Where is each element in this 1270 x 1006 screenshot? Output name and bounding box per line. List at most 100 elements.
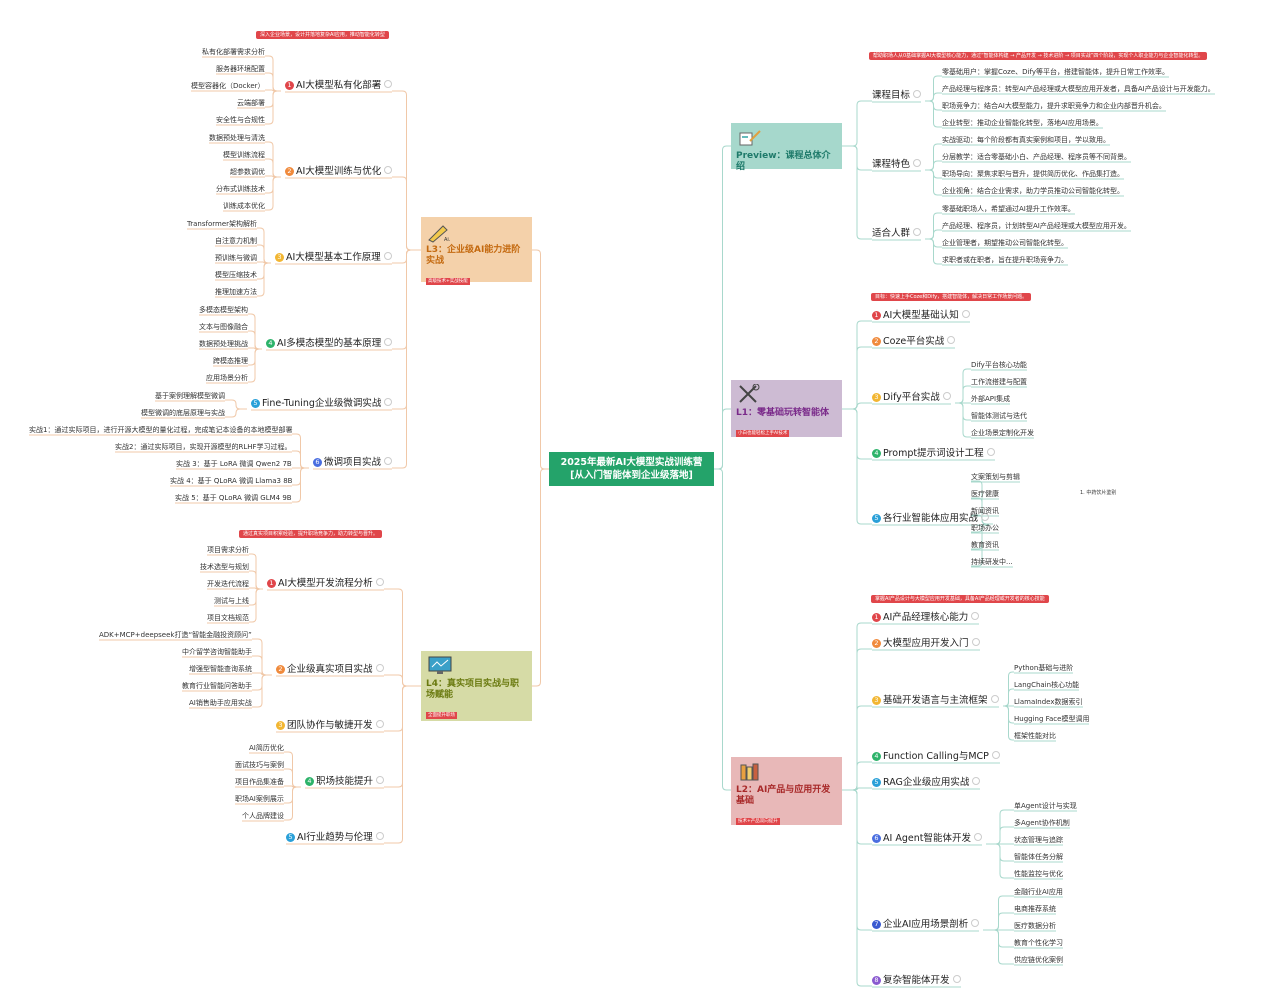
l1-topic-5-sub-3[interactable]: 新闻资讯 xyxy=(971,508,999,515)
l4-topic-4-sub-4[interactable]: 职场AI案例展示 xyxy=(235,796,284,803)
l2-topic-3-sub-2[interactable]: LangChain核心功能 xyxy=(1014,682,1079,689)
l3-card[interactable]: Ai. L3：企业级AI能力进阶实战 高级技术+实战技能 xyxy=(421,217,532,285)
collapse-toggle-icon[interactable] xyxy=(375,832,384,840)
l3-topic-6-sub-4[interactable]: 实战 4：基于 QLoRA 微调 Llama3 8B xyxy=(170,478,292,485)
l3-topic-4-sub-5[interactable]: 应用场景分析 xyxy=(206,375,248,382)
collapse-toggle-icon[interactable] xyxy=(383,252,392,260)
collapse-toggle-icon[interactable] xyxy=(971,612,980,620)
l2-topic-7-sub-5[interactable]: 供应链优化案例 xyxy=(1014,957,1063,964)
collapse-toggle-icon[interactable] xyxy=(991,751,1000,759)
l2-card[interactable]: L2：AI产品与应用开发基础 技术+产品双向提升 xyxy=(731,757,842,825)
collapse-toggle-icon[interactable] xyxy=(971,919,980,927)
l3-topic-2-sub-3[interactable]: 超参数调优 xyxy=(230,169,265,176)
l1-topic-3-sub-5[interactable]: 企业场景定制化开发 xyxy=(971,430,1034,437)
l3-topic-6-sub-2[interactable]: 实战2：通过实际项目，实现开源模型的RLHF学习过程。 xyxy=(115,444,292,451)
collapse-toggle-icon[interactable] xyxy=(971,638,980,646)
l4-topic-2-sub-1[interactable]: ADK+MCP+deepseek打造“智能金融投资顾问” xyxy=(99,632,252,639)
l2-topic-3-sub-3[interactable]: LlamaIndex数据索引 xyxy=(1014,699,1083,706)
l2-topic-6-sub-4[interactable]: 智能体任务分解 xyxy=(1014,854,1063,861)
l1-card[interactable]: L1：零基础玩转智能体 小白也能轻松上手AI技术 xyxy=(731,380,842,437)
collapse-toggle-icon[interactable] xyxy=(990,695,999,703)
l2-topic-6-sub-2[interactable]: 多Agent协作机制 xyxy=(1014,820,1070,827)
l3-topic-1-sub-4[interactable]: 云端部署 xyxy=(237,100,265,107)
l1-topic-3-sub-2[interactable]: 工作流搭建与配置 xyxy=(971,379,1027,386)
l4-topic-4-sub-2[interactable]: 面试技巧与案例 xyxy=(235,762,284,769)
l3-topic-3-sub-1[interactable]: Transformer架构解析 xyxy=(187,221,257,228)
l3-topic-4-sub-3[interactable]: 数据预处理挑战 xyxy=(199,341,248,348)
collapse-toggle-icon[interactable] xyxy=(384,80,393,88)
l4-topic-1-sub-3[interactable]: 开发迭代流程 xyxy=(207,581,249,588)
collapse-toggle-icon[interactable] xyxy=(952,975,961,983)
l3-topic-6-sub-3[interactable]: 实战 3：基于 LoRA 微调 Qwen2 7B xyxy=(176,461,292,468)
l2-topic-6-sub-1[interactable]: 单Agent设计与实现 xyxy=(1014,803,1077,810)
collapse-toggle-icon[interactable] xyxy=(913,228,922,236)
l2-topic-7-sub-1[interactable]: 金融行业AI应用 xyxy=(1014,889,1063,896)
l3-topic-4-sub-2[interactable]: 文本与图像融合 xyxy=(199,324,248,331)
l3-topic-1-sub-1[interactable]: 私有化部署需求分析 xyxy=(202,49,265,56)
collapse-toggle-icon[interactable] xyxy=(375,720,384,728)
l3-topic-1-sub-2[interactable]: 服务器环境配置 xyxy=(216,66,265,73)
l2-topic-6-sub-5[interactable]: 性能监控与优化 xyxy=(1014,871,1063,878)
l4-topic-1-sub-5[interactable]: 项目文档规范 xyxy=(207,615,249,622)
collapse-toggle-icon[interactable] xyxy=(384,338,393,346)
l4-topic-4-sub-5[interactable]: 个人品牌建设 xyxy=(242,813,284,820)
collapse-toggle-icon[interactable] xyxy=(942,392,951,400)
l3-topic-3-sub-3[interactable]: 预训练与微调 xyxy=(215,255,257,262)
collapse-toggle-icon[interactable] xyxy=(986,448,995,456)
l1-topic-3-sub-4[interactable]: 智能体测试与迭代 xyxy=(971,413,1027,420)
l2-topic-6-sub-3[interactable]: 状态管理与追踪 xyxy=(1014,837,1063,844)
collapse-toggle-icon[interactable] xyxy=(973,833,982,841)
collapse-toggle-icon[interactable] xyxy=(384,166,393,174)
l1-topic-5-sub-2[interactable]: 医疗健康 xyxy=(971,491,999,498)
collapse-toggle-icon[interactable] xyxy=(972,777,981,785)
l3-topic-6-sub-1[interactable]: 实战1：通过实际项目，进行开源大模型的量化过程，完成笔记本设备的本地模型部署 xyxy=(29,427,292,434)
central-topic[interactable]: 2025年最新AI大模型实战训练营 [从入门智能体到企业级落地] xyxy=(549,452,714,486)
preview-card[interactable]: Preview：课程总体介绍 xyxy=(731,123,842,172)
collapse-toggle-icon[interactable] xyxy=(375,578,384,586)
l1-topic-5-sub-4[interactable]: 职场办公 xyxy=(971,525,999,532)
l3-topic-2-sub-5[interactable]: 训练成本优化 xyxy=(223,203,265,210)
collapse-toggle-icon[interactable] xyxy=(947,336,956,344)
l3-topic-2-sub-2[interactable]: 模型训练流程 xyxy=(223,152,265,159)
l3-topic-5-sub-2[interactable]: 模型微调的底层原理与实战 xyxy=(141,410,225,417)
l3-topic-1-sub-3[interactable]: 模型容器化（Docker） xyxy=(191,83,265,90)
l4-topic-2-sub-3[interactable]: 增强型智能查询系统 xyxy=(189,666,252,673)
collapse-toggle-icon[interactable] xyxy=(375,664,384,672)
l1-topic-3-sub-3[interactable]: 外部API集成 xyxy=(971,396,1010,403)
l1-topic-5-sub-6[interactable]: 持续研发中... xyxy=(971,559,1013,566)
l3-topic-4-sub-1[interactable]: 多模态模型架构 xyxy=(199,307,248,314)
l3-topic-3-sub-4[interactable]: 模型压缩技术 xyxy=(215,272,257,279)
l4-topic-1-sub-4[interactable]: 测试与上线 xyxy=(214,598,249,605)
l3-topic-5-sub-1[interactable]: 基于案例理解模型微调 xyxy=(155,393,225,400)
l3-topic-4-sub-4[interactable]: 跨模态推理 xyxy=(213,358,248,365)
l4-topic-4-sub-1[interactable]: AI简历优化 xyxy=(249,745,284,752)
l3-topic-2-sub-4[interactable]: 分布式训练技术 xyxy=(216,186,265,193)
l2-topic-7-sub-4[interactable]: 教育个性化学习 xyxy=(1014,940,1063,947)
l3-topic-1-sub-5[interactable]: 安全性与合规性 xyxy=(216,117,265,124)
l1-topic-5-sub-1[interactable]: 文案策划与剪辑 xyxy=(971,474,1020,481)
l3-topic-6-sub-5[interactable]: 实战 5：基于 QLoRA 微调 GLM4 9B xyxy=(175,495,292,502)
l4-topic-4-sub-3[interactable]: 项目作品集准备 xyxy=(235,779,284,786)
l4-topic-2-sub-2[interactable]: 中介留学咨询智能助手 xyxy=(182,649,252,656)
l4-topic-2-sub-4[interactable]: 教育行业智能问答助手 xyxy=(182,683,252,690)
